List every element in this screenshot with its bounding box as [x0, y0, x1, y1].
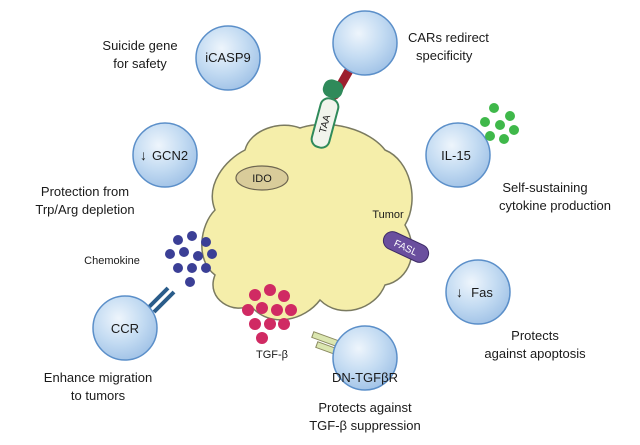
icasp9-label: iCASP9: [205, 50, 251, 65]
gcn2-down-arrow-icon: ↓: [140, 147, 147, 163]
migration-line1: Enhance migration: [44, 370, 152, 385]
gcn2-label: GCN2: [152, 148, 188, 163]
ccr-label: CCR: [111, 321, 139, 336]
il15-molecules: [480, 103, 519, 144]
car-t-cell-gcn2: [132, 122, 198, 188]
chemokine-molecules: [165, 231, 217, 287]
suicide-gene-line2: for safety: [113, 56, 167, 71]
trp-arg-line2: Trp/Arg depletion: [35, 202, 134, 217]
car-t-cell-ccr: [92, 295, 158, 361]
car-t-cell-icasp9: [195, 25, 261, 91]
car-text-line2: specificity: [416, 48, 473, 63]
fas-down-arrow-icon: ↓: [456, 284, 463, 300]
ido-label: IDO: [252, 173, 272, 185]
car-t-cell-car: [332, 10, 398, 76]
apoptosis-line1: Protects: [511, 328, 559, 343]
trp-arg-line1: Protection from: [41, 184, 129, 199]
car-t-cell-il15: [425, 122, 491, 188]
car-text-line1: CARs redirect: [408, 30, 489, 45]
self-sustaining-line1: Self-sustaining: [502, 180, 587, 195]
car-t-cell-dn-tgfbr: [332, 325, 398, 391]
tgfb-label: TGF-β: [256, 349, 288, 361]
chemokine-label: Chemokine: [84, 255, 140, 267]
il15-label: IL-15: [441, 148, 471, 163]
taa-label: TAA: [318, 113, 334, 134]
tumor-cell: [201, 123, 413, 321]
tumor-label: Tumor: [372, 209, 404, 221]
self-sustaining-line2: cytokine production: [499, 198, 611, 213]
apoptosis-line2: against apoptosis: [484, 346, 586, 361]
fasl-ligand: [382, 231, 430, 263]
car-t-cell-fas: [445, 259, 511, 325]
ido-enzyme: [235, 165, 289, 191]
migration-line2: to tumors: [71, 388, 126, 403]
tgfb-molecules: [242, 284, 297, 344]
ccr-receptor: [146, 286, 176, 314]
suicide-gene-line1: Suicide gene: [102, 38, 177, 53]
tgfb-suppression-line2: TGF-β suppression: [309, 418, 421, 433]
dn-tgfbr-label: DN-TGFβR: [332, 370, 398, 385]
tgfb-suppression-line1: Protects against: [318, 400, 412, 415]
fas-label: Fas: [471, 285, 493, 300]
